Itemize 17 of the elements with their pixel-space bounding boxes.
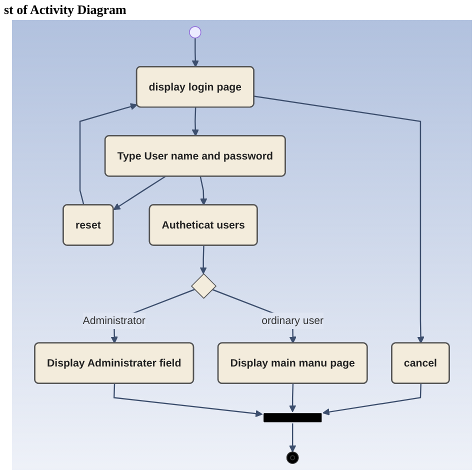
node-circle — [189, 26, 202, 38]
arrow — [192, 107, 199, 136]
diagram-background: Administrator ordinary user display login page Type User name and password reset Autheticat users Display Administrater field Display main manu page cancel — [12, 20, 472, 470]
arrow — [254, 96, 424, 344]
node-diamond — [190, 273, 217, 299]
arrow — [322, 384, 422, 416]
edge-label: Administrator — [82, 314, 146, 327]
arrow — [79, 103, 138, 206]
arrow — [200, 176, 208, 206]
arrow — [200, 246, 207, 274]
arrow — [113, 176, 166, 210]
edge-label: ordinary user — [262, 314, 324, 327]
arrow — [288, 423, 296, 452]
arrow — [192, 38, 199, 68]
arrow — [113, 384, 263, 418]
diagram-title: st of Activity Diagram — [4, 2, 128, 18]
arrow — [288, 384, 296, 412]
